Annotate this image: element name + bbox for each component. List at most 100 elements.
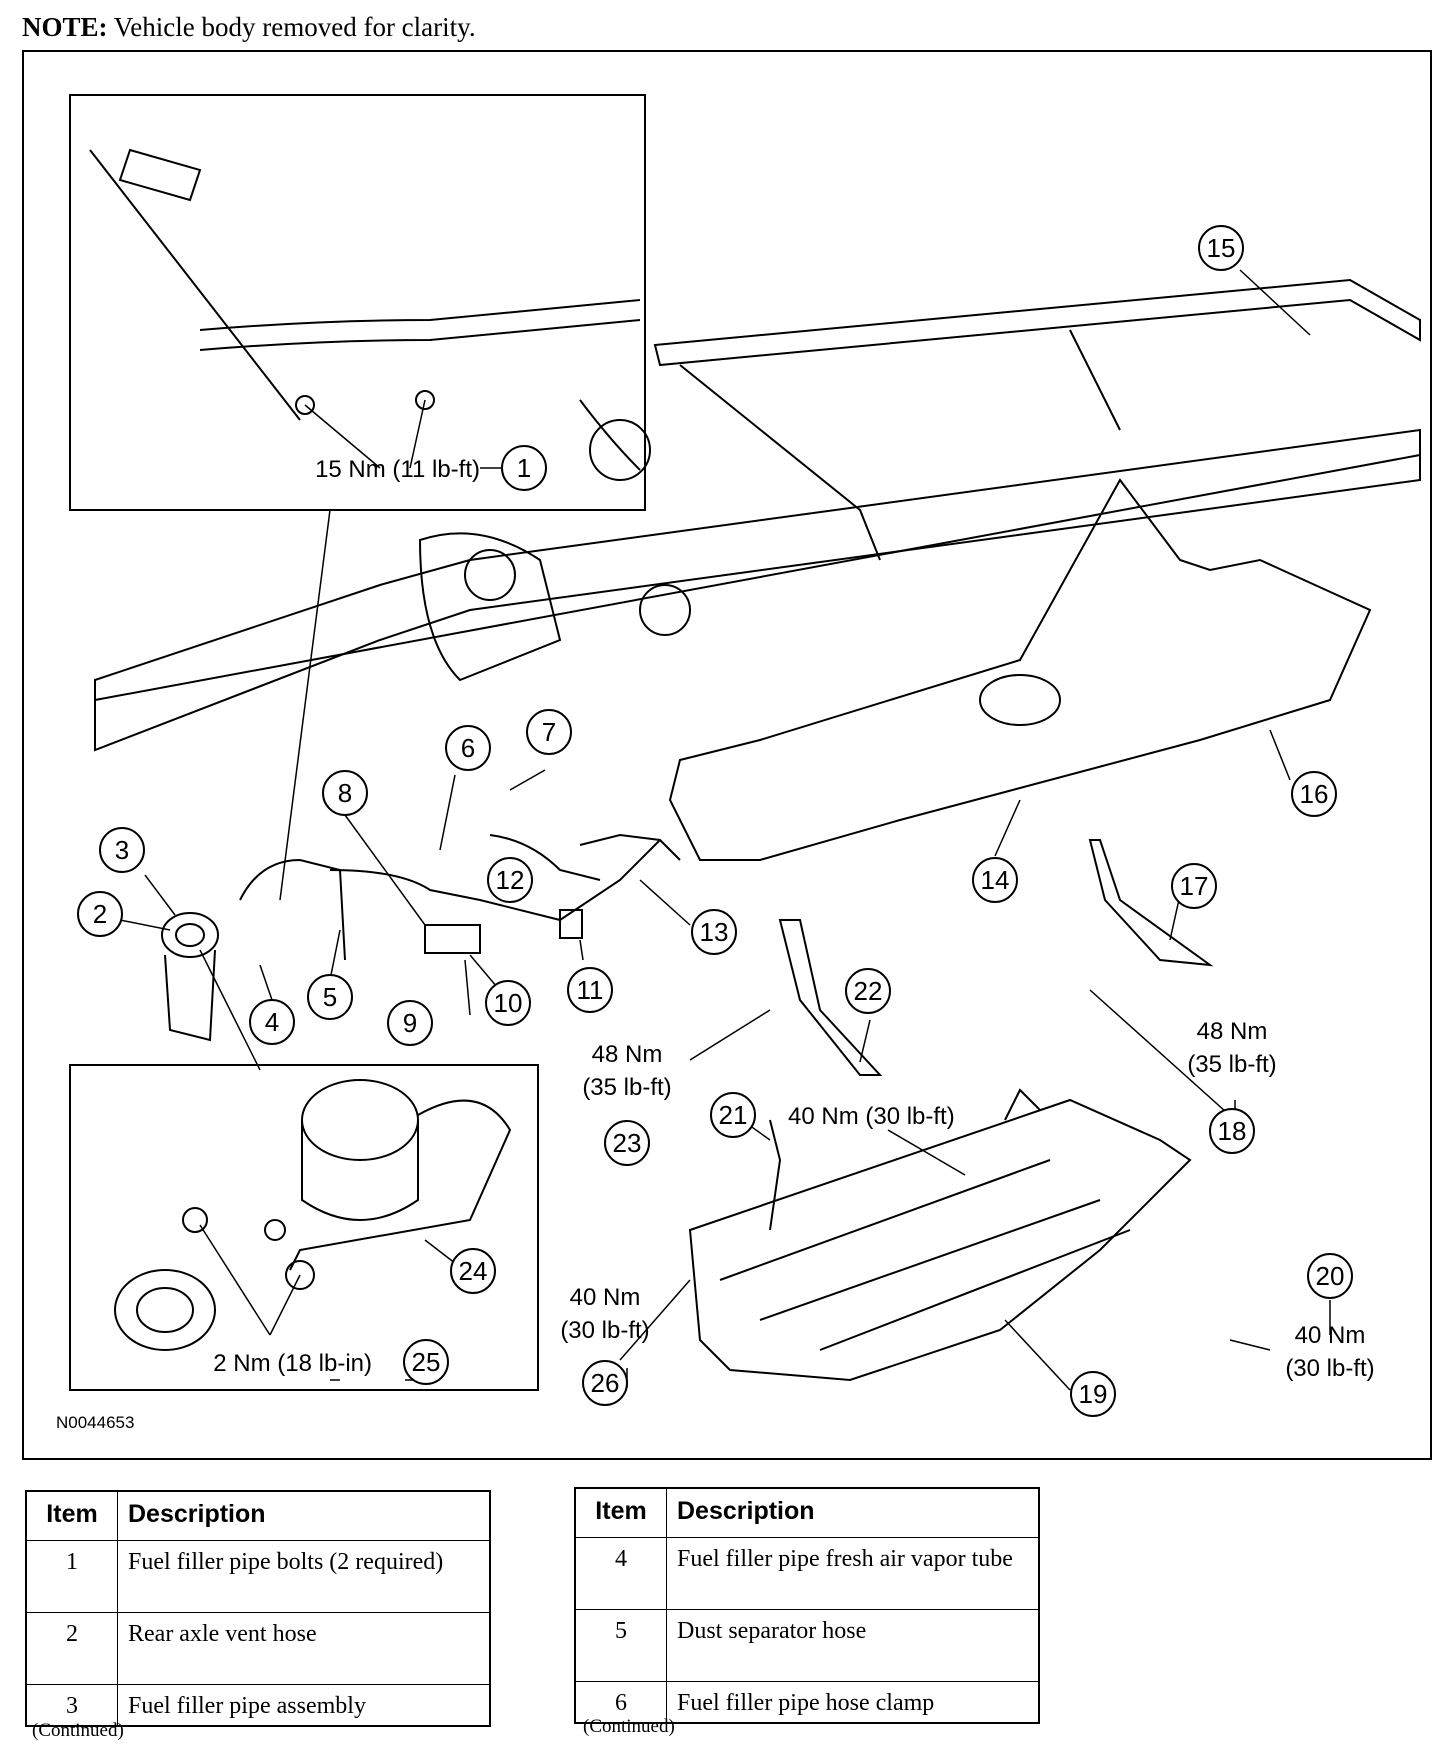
svg-text:26: 26 bbox=[591, 1368, 620, 1398]
torque-23-nm: 48 Nm bbox=[592, 1041, 663, 1068]
svg-text:10: 10 bbox=[494, 988, 523, 1018]
torque-21: 40 Nm (30 lb-ft) bbox=[788, 1103, 955, 1130]
svg-text:7: 7 bbox=[542, 717, 556, 747]
svg-text:14: 14 bbox=[981, 865, 1010, 895]
svg-text:16: 16 bbox=[1300, 779, 1329, 809]
svg-text:9: 9 bbox=[403, 1008, 417, 1038]
continued-left: (Continued) bbox=[32, 1720, 124, 1741]
callout-6: 6 bbox=[445, 725, 491, 771]
top-inset-detail bbox=[89, 148, 651, 481]
row-item: 6 bbox=[574, 1681, 667, 1724]
row-description: Rear axle vent hose bbox=[117, 1612, 491, 1685]
svg-text:24: 24 bbox=[459, 1256, 488, 1286]
svg-text:17: 17 bbox=[1180, 871, 1209, 901]
svg-text:21: 21 bbox=[719, 1100, 748, 1130]
note: NOTE: Vehicle body removed for clarity. bbox=[22, 12, 476, 43]
row-item: 4 bbox=[574, 1537, 667, 1610]
torque-20-nm: 40 Nm bbox=[1295, 1322, 1366, 1349]
torque-18-nm: 48 Nm bbox=[1197, 1018, 1268, 1045]
table-header-row: Item Description bbox=[574, 1487, 1040, 1538]
row-description: Fuel filler pipe hose clamp bbox=[666, 1681, 1040, 1724]
strap-17 bbox=[1088, 839, 1214, 967]
row-description: Fuel filler pipe assembly bbox=[117, 1684, 491, 1727]
svg-text:12: 12 bbox=[496, 865, 525, 895]
callout-18: 18 bbox=[1209, 1108, 1255, 1154]
callout-22: 22 bbox=[845, 968, 891, 1014]
items-table-right: Item Description 4 Fuel filler pipe fres… bbox=[574, 1487, 1040, 1724]
table-row: 6 Fuel filler pipe hose clamp bbox=[574, 1681, 1040, 1724]
row-description: Fuel filler pipe bolts (2 required) bbox=[117, 1540, 491, 1613]
callout-4: 4 bbox=[249, 999, 295, 1045]
callout-5: 5 bbox=[307, 974, 353, 1020]
row-item: 1 bbox=[25, 1540, 118, 1613]
callout-11: 11 bbox=[567, 967, 613, 1013]
row-item: 3 bbox=[25, 1684, 118, 1727]
note-label: NOTE: bbox=[22, 12, 108, 42]
filler-pipe bbox=[161, 833, 681, 1042]
callout-13: 13 bbox=[691, 909, 737, 955]
svg-text:2: 2 bbox=[93, 899, 107, 929]
torque-23-lbft: (35 lb-ft) bbox=[582, 1074, 671, 1101]
header-item: Item bbox=[574, 1487, 667, 1538]
callout-7: 7 bbox=[526, 709, 572, 755]
row-description: Fuel filler pipe fresh air vapor tube bbox=[666, 1537, 1040, 1610]
callout-2: 2 bbox=[77, 891, 123, 937]
callout-20: 20 bbox=[1307, 1253, 1353, 1299]
row-item: 2 bbox=[25, 1612, 118, 1685]
header-item: Item bbox=[25, 1490, 118, 1541]
inset-frame-top bbox=[69, 94, 646, 511]
svg-text:20: 20 bbox=[1316, 1261, 1345, 1291]
callout-14: 14 bbox=[972, 857, 1018, 903]
svg-text:25: 25 bbox=[412, 1347, 441, 1377]
svg-text:8: 8 bbox=[338, 778, 352, 808]
svg-text:3: 3 bbox=[115, 835, 129, 865]
callout-8: 8 bbox=[322, 770, 368, 816]
svg-text:6: 6 bbox=[461, 733, 475, 763]
torque-1: 15 Nm (11 lb-ft) bbox=[315, 456, 480, 483]
table-row: 1 Fuel filler pipe bolts (2 required) bbox=[25, 1540, 491, 1613]
row-item: 5 bbox=[574, 1609, 667, 1682]
table-row: 5 Dust separator hose bbox=[574, 1609, 1040, 1682]
table-row: 4 Fuel filler pipe fresh air vapor tube bbox=[574, 1537, 1040, 1610]
callout-15: 15 bbox=[1198, 225, 1244, 271]
callout-21: 21 bbox=[710, 1092, 756, 1138]
header-description: Description bbox=[666, 1487, 1040, 1538]
table-row: 3 Fuel filler pipe assembly bbox=[25, 1684, 491, 1727]
filler-cap-detail bbox=[114, 1079, 512, 1351]
continued-right: (Continued) bbox=[583, 1716, 675, 1737]
row-description: Dust separator hose bbox=[666, 1609, 1040, 1682]
exploded-diagram: 1 2 3 4 5 6 7 8 9 10 11 12 13 14 15 16 1… bbox=[56, 94, 1421, 1432]
figure-frame bbox=[22, 50, 1432, 1460]
svg-text:11: 11 bbox=[577, 975, 604, 1005]
callout-12: 12 bbox=[487, 857, 533, 903]
callout-23: 23 bbox=[604, 1120, 650, 1166]
figure-id: N0044653 bbox=[56, 1413, 134, 1432]
callout-25: 25 bbox=[403, 1339, 449, 1385]
note-text: Vehicle body removed for clarity. bbox=[113, 12, 476, 42]
svg-text:4: 4 bbox=[265, 1007, 279, 1037]
svg-text:22: 22 bbox=[854, 976, 883, 1006]
table-header-row: Item Description bbox=[25, 1490, 491, 1541]
callout-19: 19 bbox=[1070, 1371, 1116, 1417]
tank-shield bbox=[688, 1088, 1192, 1382]
torque-20-lbft: (30 lb-ft) bbox=[1285, 1355, 1374, 1382]
callout-3: 3 bbox=[99, 827, 145, 873]
svg-text:1: 1 bbox=[517, 453, 531, 483]
svg-text:19: 19 bbox=[1079, 1379, 1108, 1409]
callout-10: 10 bbox=[485, 980, 531, 1026]
strap-22 bbox=[778, 919, 883, 1076]
torque-18-lbft: (35 lb-ft) bbox=[1187, 1051, 1276, 1078]
chassis-frame bbox=[94, 278, 1421, 861]
inset-frame-bottom bbox=[69, 1064, 539, 1391]
svg-text:13: 13 bbox=[700, 917, 729, 947]
callout-16: 16 bbox=[1291, 771, 1337, 817]
callout-9: 9 bbox=[387, 1000, 433, 1046]
items-table-left: Item Description 1 Fuel filler pipe bolt… bbox=[25, 1490, 491, 1727]
header-description: Description bbox=[117, 1490, 491, 1541]
callout-1: 1 bbox=[501, 445, 547, 491]
svg-text:18: 18 bbox=[1218, 1116, 1247, 1146]
torque-26-nm: 40 Nm bbox=[570, 1284, 641, 1311]
callout-26: 26 bbox=[582, 1360, 628, 1406]
svg-text:23: 23 bbox=[613, 1128, 642, 1158]
torque-labels: 15 Nm (11 lb-ft) 48 Nm (35 lb-ft) 48 Nm … bbox=[56, 456, 1375, 1432]
